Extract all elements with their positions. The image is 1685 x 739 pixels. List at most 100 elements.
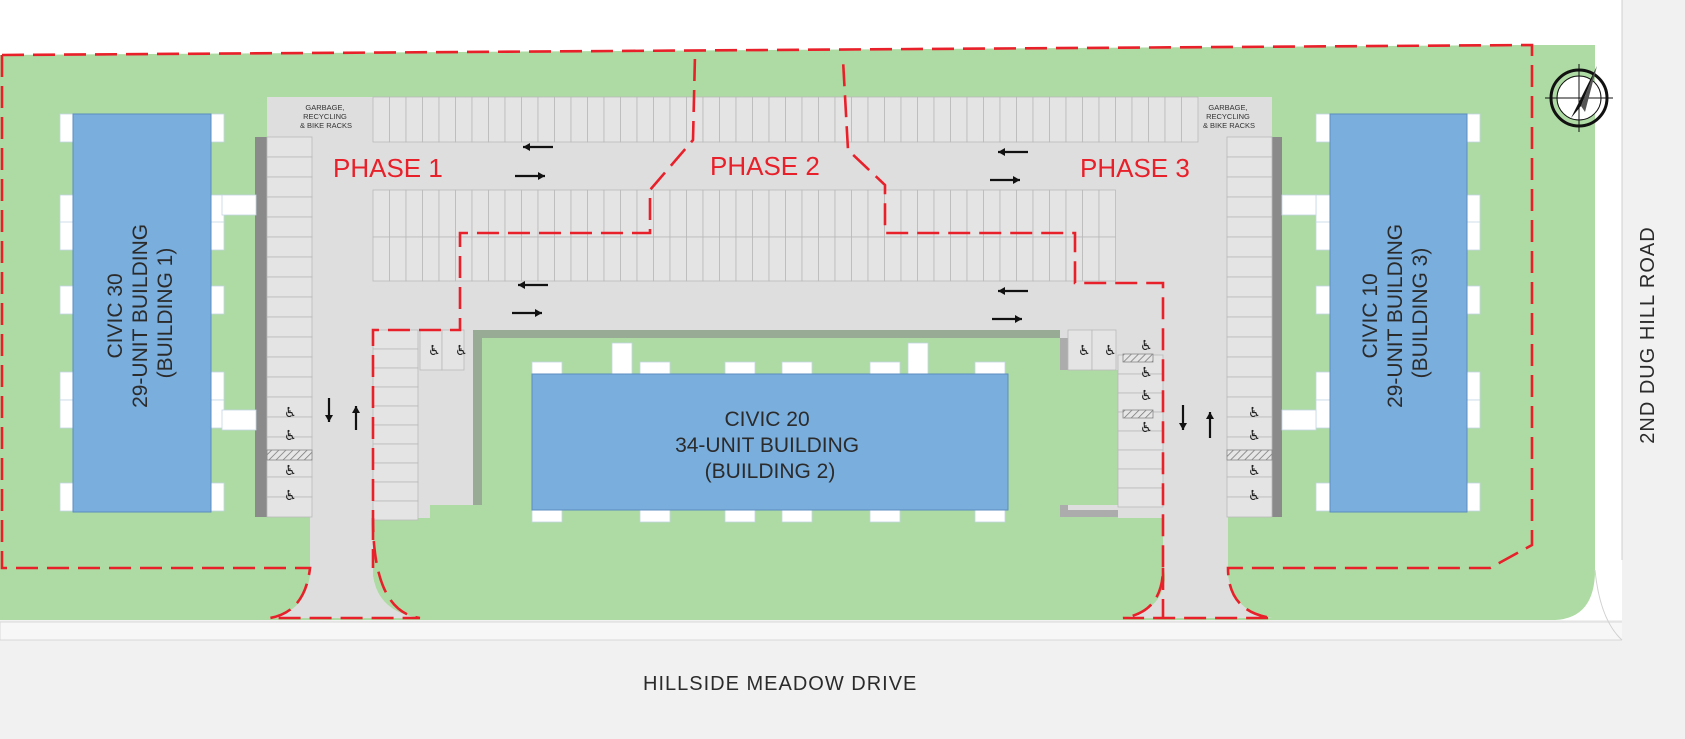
parking-stall	[266, 236, 313, 258]
parking-stall	[1226, 236, 1273, 258]
parking-stall	[669, 189, 687, 238]
parking-stall	[818, 189, 836, 238]
accessible-parking-stalls: ♿♿♿♿♿♿♿♿♿♿♿♿♿♿♿♿	[284, 338, 1261, 504]
balcony	[221, 194, 257, 216]
building-1-units: 29-UNIT BUILDING	[129, 224, 152, 408]
parking-stall	[1131, 96, 1149, 143]
parking-stall	[1226, 376, 1273, 398]
parking-stall	[521, 236, 539, 282]
parking-stall	[785, 236, 803, 282]
building-3-number: (BUILDING 3)	[1409, 248, 1432, 379]
parking-stall	[983, 96, 1001, 143]
parking-stall	[587, 96, 605, 143]
parking-stall	[570, 236, 588, 282]
parking-stall	[867, 189, 885, 238]
parking-stall	[653, 236, 671, 282]
balcony	[907, 342, 929, 376]
parking-stall	[636, 96, 654, 143]
traffic-direction-arrow-icon	[515, 172, 545, 180]
parking-stall	[587, 189, 605, 238]
parking-stall	[1226, 336, 1273, 358]
parking-stall	[372, 405, 419, 426]
parking-stall	[266, 156, 313, 178]
balcony	[221, 409, 257, 431]
parking-stall	[405, 189, 423, 238]
building-2-units: 34-UNIT BUILDING	[675, 434, 859, 457]
parking-stall	[1032, 236, 1050, 282]
parking-stall	[834, 96, 852, 143]
building-1	[59, 113, 257, 513]
parking-stall	[438, 189, 456, 238]
building-2-civic: CIVIC 20	[724, 408, 809, 431]
parking-stall	[554, 96, 572, 143]
north-arrow-icon	[1545, 64, 1613, 132]
middle-stall-row-lower	[372, 236, 1116, 282]
accessible-parking-icon: ♿	[1104, 343, 1117, 359]
parking-stall	[867, 236, 885, 282]
parking-stall	[405, 236, 423, 282]
left-stall-column	[266, 136, 313, 518]
parking-stall	[1016, 96, 1034, 143]
parking-stall	[752, 189, 770, 238]
parking-stall	[554, 236, 572, 282]
traffic-direction-arrow-icon	[1179, 405, 1187, 430]
parking-stall	[900, 189, 918, 238]
accessible-parking-icon: ♿	[1078, 343, 1091, 359]
parking-stall	[1226, 216, 1273, 238]
parking-stall	[1065, 189, 1083, 238]
parking-stall	[669, 96, 687, 143]
building-3-label: CIVIC 10 29-UNIT BUILDING (BUILDING 3)	[1359, 218, 1432, 408]
parking-stall	[1016, 189, 1034, 238]
parking-stall	[719, 96, 737, 143]
accessible-parking-icon: ♿	[1248, 488, 1261, 504]
dug-hill-road-label: 2ND DUG HILL ROAD	[1637, 226, 1659, 443]
accessible-parking-icon: ♿	[1248, 428, 1261, 444]
parking-stall	[801, 236, 819, 282]
parking-stall	[1226, 316, 1273, 338]
parking-stall	[504, 236, 522, 282]
parking-stall	[1082, 96, 1100, 143]
top-stall-row	[372, 96, 1199, 143]
parking-stall	[537, 189, 555, 238]
parking-stall	[752, 96, 770, 143]
parking-stall	[950, 96, 968, 143]
parking-stall	[983, 236, 1001, 282]
parking-stall	[1098, 189, 1116, 238]
parking-stall	[266, 176, 313, 198]
parking-stall	[702, 189, 720, 238]
middle-stall-row-upper	[372, 189, 1116, 238]
parking-stall	[266, 316, 313, 338]
parking-stall	[471, 96, 489, 143]
parking-stall	[1226, 276, 1273, 298]
building-1-civic: CIVIC 30	[104, 273, 127, 358]
parking-stall	[719, 236, 737, 282]
parking-stall	[266, 356, 313, 378]
parking-stall	[372, 443, 419, 464]
parking-stall	[438, 96, 456, 143]
parking-stall	[488, 189, 506, 238]
parking-stall	[702, 236, 720, 282]
parking-stall	[266, 296, 313, 318]
phase-boundaries	[0, 43, 1534, 620]
parking-stall	[389, 236, 407, 282]
parking-stall	[620, 96, 638, 143]
parking-stall	[1065, 96, 1083, 143]
accessible-parking-icon: ♿	[1248, 405, 1261, 421]
parking-stall	[1098, 96, 1116, 143]
parking-stall	[719, 189, 737, 238]
parking-stall	[266, 196, 313, 218]
dug-hill-road	[1622, 0, 1685, 739]
parking-stall	[686, 189, 704, 238]
parking-stall	[471, 236, 489, 282]
parking-stall	[266, 496, 313, 518]
parking-stall	[735, 189, 753, 238]
parking-stall	[917, 189, 935, 238]
parking-stall	[372, 348, 419, 369]
parking-stall	[1016, 236, 1034, 282]
phase-1-label: PHASE 1	[333, 153, 443, 183]
building-1-number: (BUILDING 1)	[154, 248, 177, 379]
parking-stall	[950, 236, 968, 282]
parking-stall	[917, 96, 935, 143]
parking-stall	[1148, 96, 1166, 143]
parking-stall	[1117, 468, 1164, 489]
